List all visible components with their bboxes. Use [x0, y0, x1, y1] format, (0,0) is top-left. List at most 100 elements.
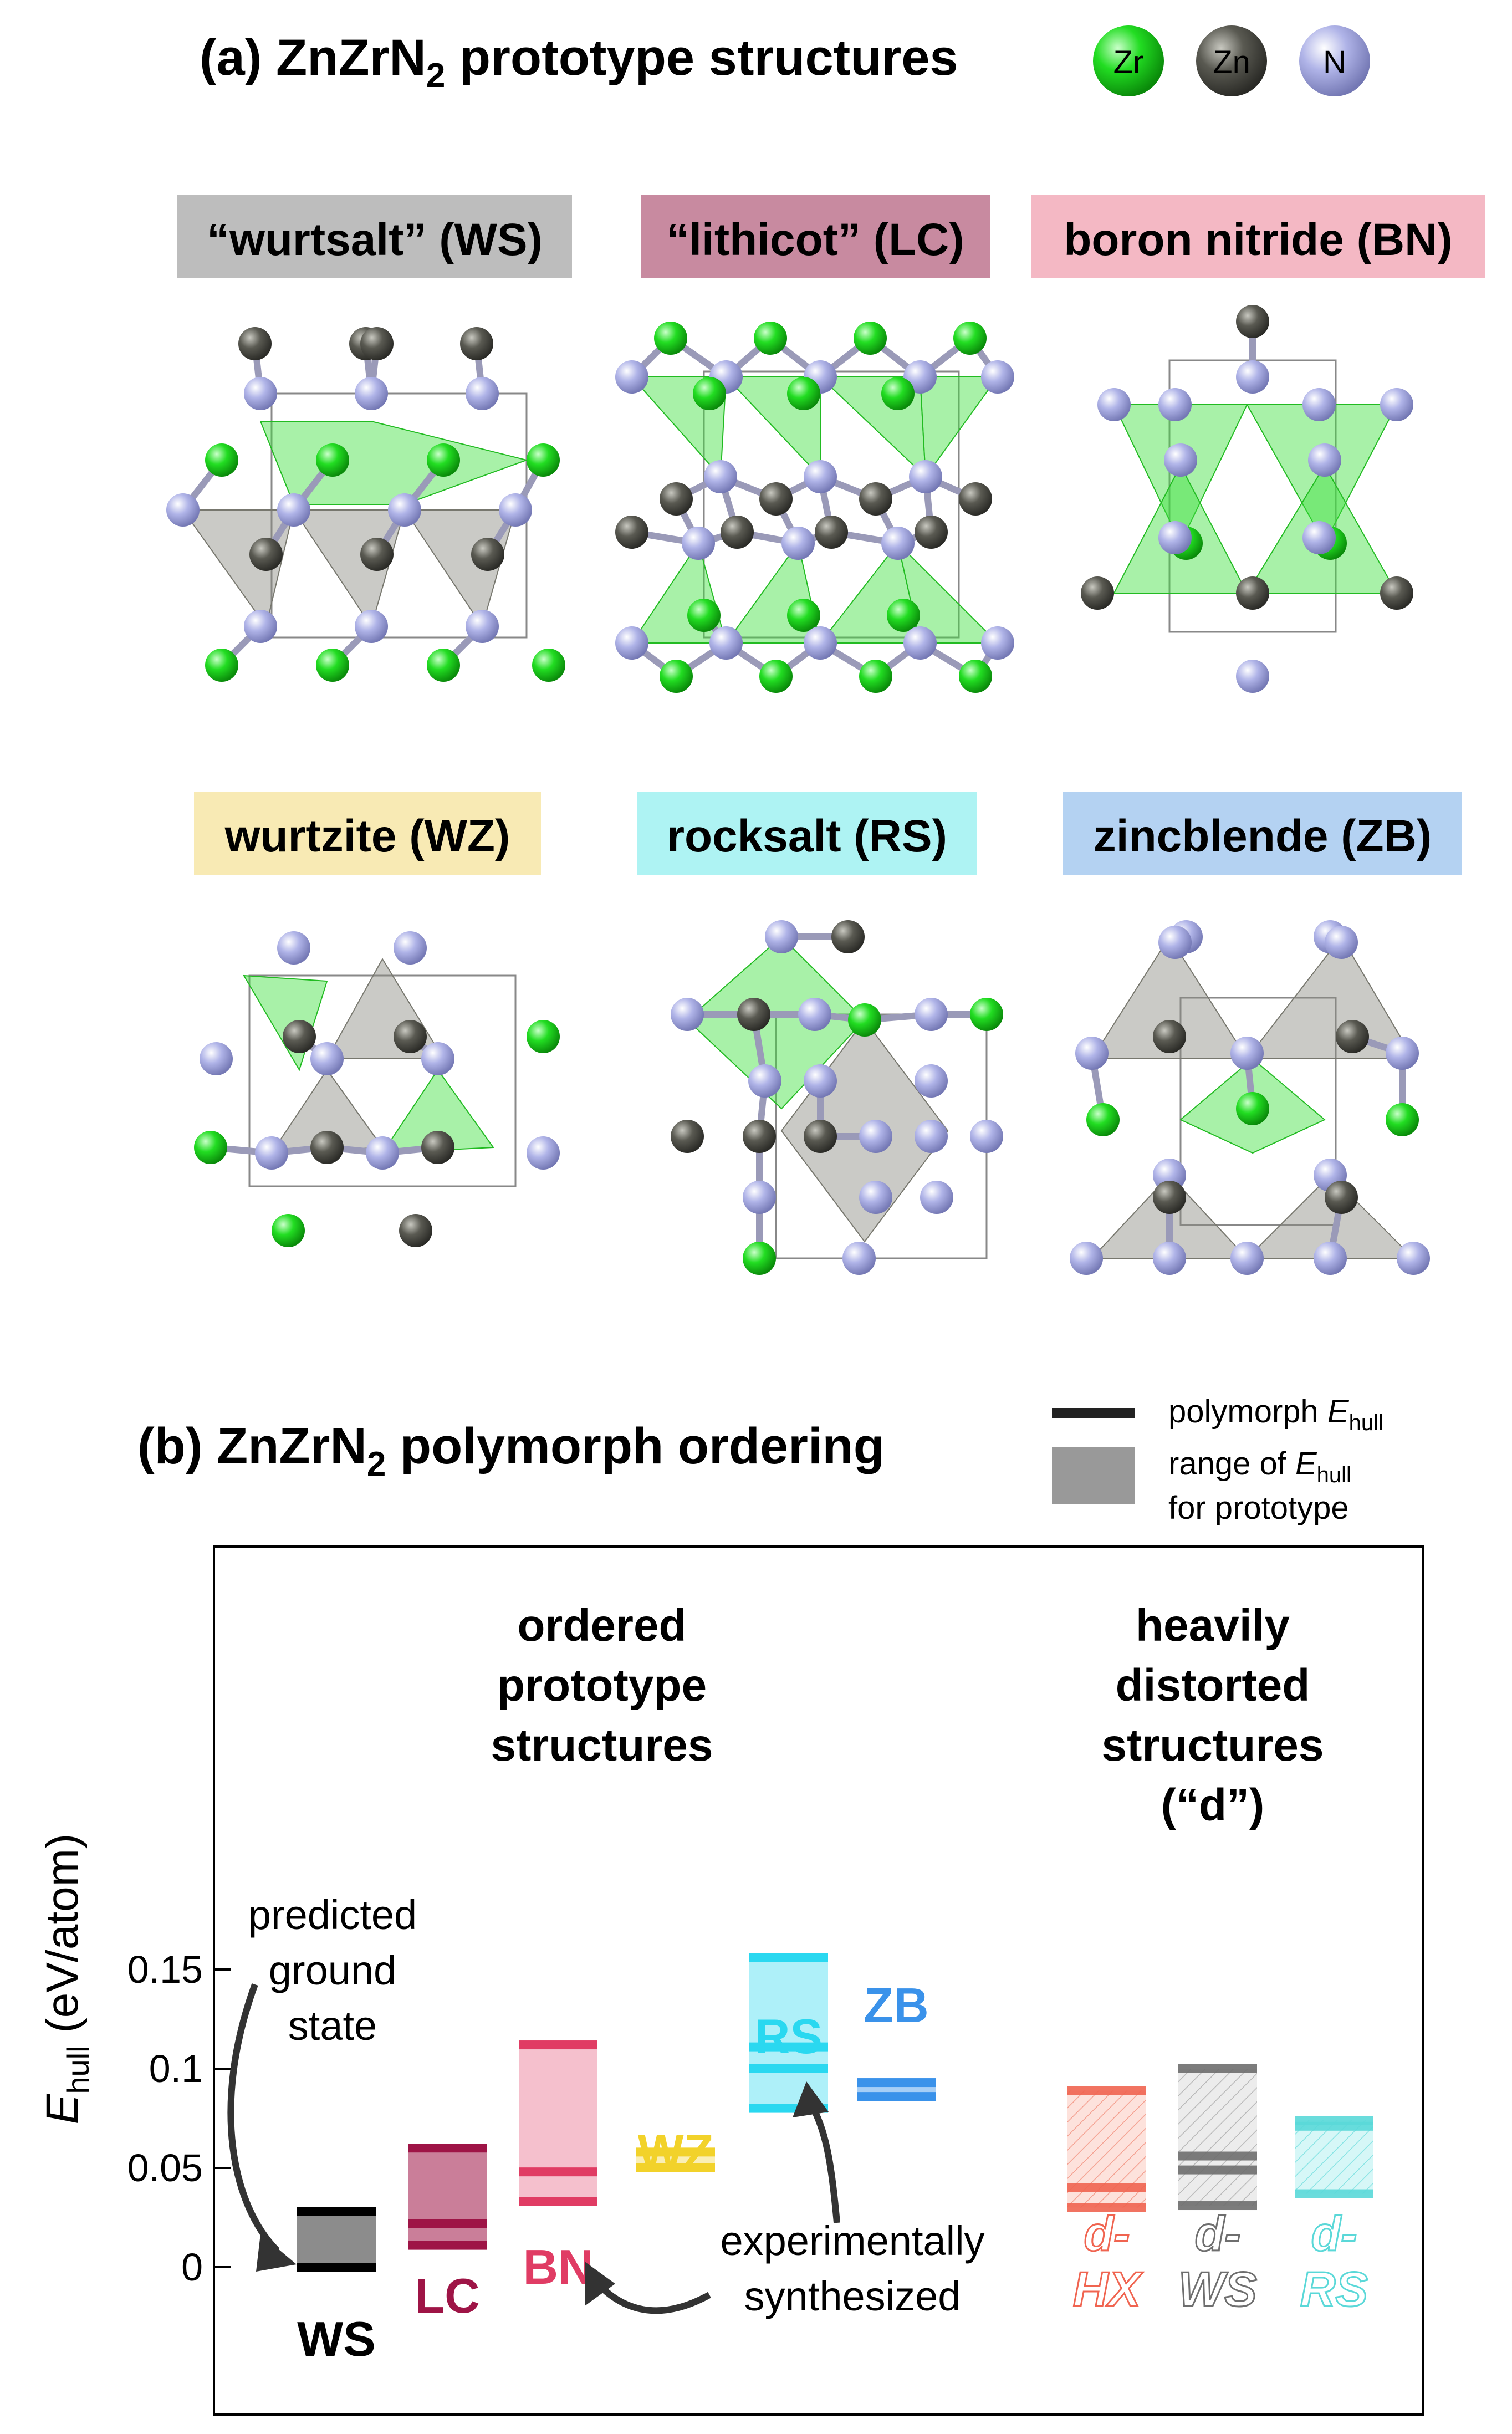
- n-atom: [466, 610, 499, 643]
- n-atom: [748, 1064, 781, 1098]
- n-atom: [671, 998, 704, 1031]
- zr-atom-icon: [1093, 25, 1164, 96]
- exp-note-line: experimentally: [720, 2218, 984, 2264]
- plot-frame: [213, 1545, 1424, 2416]
- zn-atom: [859, 482, 892, 516]
- lc-structure-label: “lithicot” (LC): [666, 215, 964, 265]
- bn-label-box: [1031, 195, 1485, 278]
- n-atom: [355, 610, 388, 643]
- zn-atom: [360, 538, 394, 571]
- zr-atom: [527, 1020, 560, 1053]
- wz-label-box: [194, 792, 541, 875]
- n-atom: [1236, 360, 1269, 394]
- zn-atom: [671, 1120, 704, 1153]
- zr-atom: [687, 599, 721, 632]
- zr-atom: [743, 1242, 776, 1275]
- ground-note-line: predicted: [248, 1892, 417, 1938]
- distorted-title-line: heavily: [1136, 1600, 1290, 1651]
- bar-range-0: [297, 2211, 376, 2267]
- chart-legend: polymorph Ehull range of Ehull for proto…: [1052, 1394, 1383, 1526]
- y-tick-label: 0.15: [127, 1948, 203, 1991]
- zr-atom: [427, 443, 460, 477]
- bn-structure-label: boron nitride (BN): [1064, 215, 1452, 265]
- panel-a-title: (a) ZnZrN2 prototype structures: [200, 29, 958, 95]
- bar-ehull-line-2-1: [519, 2167, 597, 2177]
- bar-range-1: [408, 2148, 487, 2246]
- zr-atom: [660, 660, 693, 693]
- coordination-polyhedron: [1091, 936, 1248, 1059]
- zr-atom: [787, 377, 820, 410]
- ordered-title-line: ordered: [517, 1600, 686, 1651]
- zr-atom: [693, 377, 726, 410]
- zn-atom-icon: [1196, 25, 1267, 96]
- bar-label-8: d-: [1311, 2206, 1357, 2261]
- zr-atom: [205, 443, 238, 477]
- zr-atom: [759, 660, 793, 693]
- zr-atom: [970, 998, 1003, 1031]
- zn-atom: [249, 538, 283, 571]
- rs-structure-label: rocksalt (RS): [667, 811, 947, 861]
- zr-atom: [316, 443, 349, 477]
- bar-ehull-line-5-0: [857, 2092, 936, 2101]
- bar-ehull-line-7-1: [1178, 2165, 1257, 2175]
- zn-atom: [1153, 1181, 1186, 1214]
- zn-atom: [660, 482, 693, 516]
- n-atom: [166, 493, 200, 527]
- zr-atom: [848, 1003, 881, 1037]
- bar-label2-6: HX: [1073, 2262, 1144, 2316]
- n-atom: [920, 1181, 953, 1214]
- lc-crystal-image: [615, 322, 1014, 693]
- zn-atom: [721, 516, 754, 549]
- zn-atom: [238, 327, 272, 360]
- bar-label2-7: WS: [1178, 2262, 1257, 2316]
- bar-ehull-line-8-2: [1295, 2116, 1373, 2125]
- chart-bars: [297, 1953, 1373, 2272]
- n-atom: [981, 360, 1014, 394]
- n-atom: [704, 460, 737, 493]
- n-atom: [355, 377, 388, 410]
- n-atom: [781, 527, 815, 560]
- coordination-polyhedron: [1245, 936, 1414, 1059]
- ordered-group-title: ordered prototype structures: [491, 1600, 713, 1770]
- legend-range-line2: for prototype: [1168, 1490, 1349, 1526]
- n-atom: [1308, 443, 1341, 477]
- coordination-polyhedron: [182, 509, 295, 628]
- n-atom: [842, 1242, 876, 1275]
- y-axis-label: Ehull (eV/atom): [37, 1834, 95, 2125]
- zn-atom: [421, 1131, 454, 1164]
- zr-atom: [527, 443, 560, 477]
- bar-range-4: [749, 1957, 828, 2109]
- zn-atom: [471, 538, 504, 571]
- zr-atom: [859, 660, 892, 693]
- zn-atom: [460, 327, 493, 360]
- zr-atom: [887, 599, 920, 632]
- bar-ehull-line-1-2: [408, 2144, 487, 2153]
- zn-atom: [615, 516, 648, 549]
- n-atom: [798, 998, 831, 1031]
- rs-crystal-image: [671, 920, 1003, 1275]
- bar-range-8: [1295, 2120, 1373, 2194]
- n-atom: [466, 377, 499, 410]
- exp-arrow-rs-head: [793, 2081, 829, 2117]
- bar-ehull-line-1-1: [408, 2219, 487, 2228]
- rs-label-box: [637, 792, 977, 875]
- n-atom: [859, 1181, 892, 1214]
- legend-polymorph-ehull: polymorph Ehull: [1168, 1394, 1383, 1435]
- n-atom: [1302, 521, 1336, 554]
- n-atom: [1158, 926, 1192, 959]
- zn-atom: [1380, 576, 1413, 610]
- zn-atom: [283, 1020, 316, 1053]
- ordered-title-line: prototype: [497, 1660, 707, 1711]
- atom-legend: Zr Zn N: [1093, 25, 1370, 96]
- ordered-title-line: structures: [491, 1720, 713, 1770]
- bar-ehull-line-7-0: [1178, 2201, 1257, 2211]
- n-atom: [915, 998, 948, 1031]
- zr-atom: [272, 1214, 305, 1247]
- bar-label-1: LC: [415, 2268, 479, 2323]
- bar-range-2: [519, 2045, 597, 2202]
- n-atom: [765, 920, 798, 953]
- bar-ehull-line-8-0: [1295, 2189, 1373, 2198]
- n-atom: [1153, 1242, 1186, 1275]
- n-atom: [1314, 1242, 1347, 1275]
- zn-atom: [1336, 1020, 1369, 1053]
